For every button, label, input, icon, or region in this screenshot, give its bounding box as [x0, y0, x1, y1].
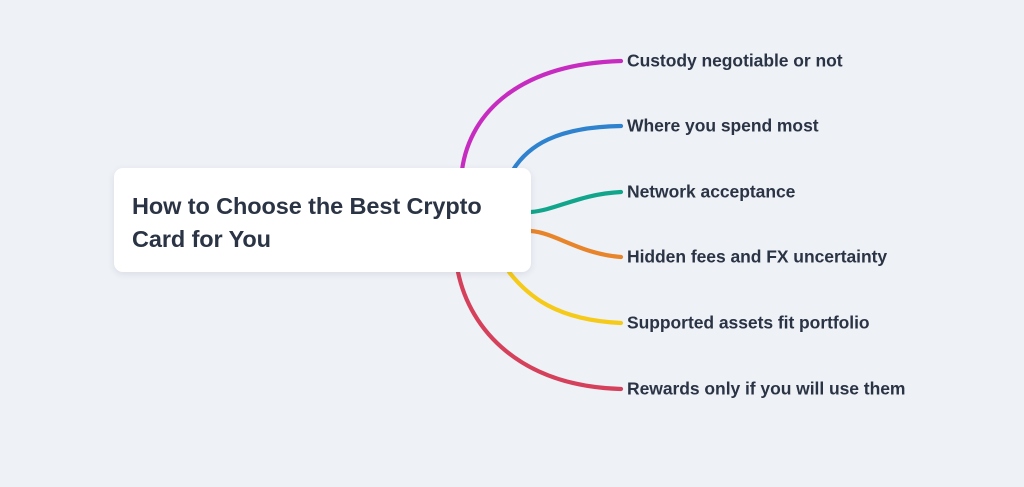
branch-curve-2 — [510, 123, 624, 173]
branch-curve-3 — [528, 189, 624, 215]
branch-label-3: Network acceptance — [627, 181, 796, 202]
branch-label-5: Supported assets fit portfolio — [627, 312, 870, 333]
central-node-title: How to Choose the Best Crypto Card for Y… — [132, 193, 482, 252]
branch-curve-1 — [459, 58, 624, 173]
branch-curve-6 — [455, 269, 624, 392]
branch-label-4: Hidden fees and FX uncertainty — [627, 246, 888, 267]
central-node: How to Choose the Best Crypto Card for Y… — [114, 168, 531, 272]
branch-label-6: Rewards only if you will use them — [627, 378, 906, 399]
branch-curve-4 — [528, 228, 624, 260]
branch-curve-5 — [506, 269, 624, 326]
branch-label-2: Where you spend most — [627, 115, 819, 136]
branch-label-1: Custody negotiable or not — [627, 50, 843, 71]
